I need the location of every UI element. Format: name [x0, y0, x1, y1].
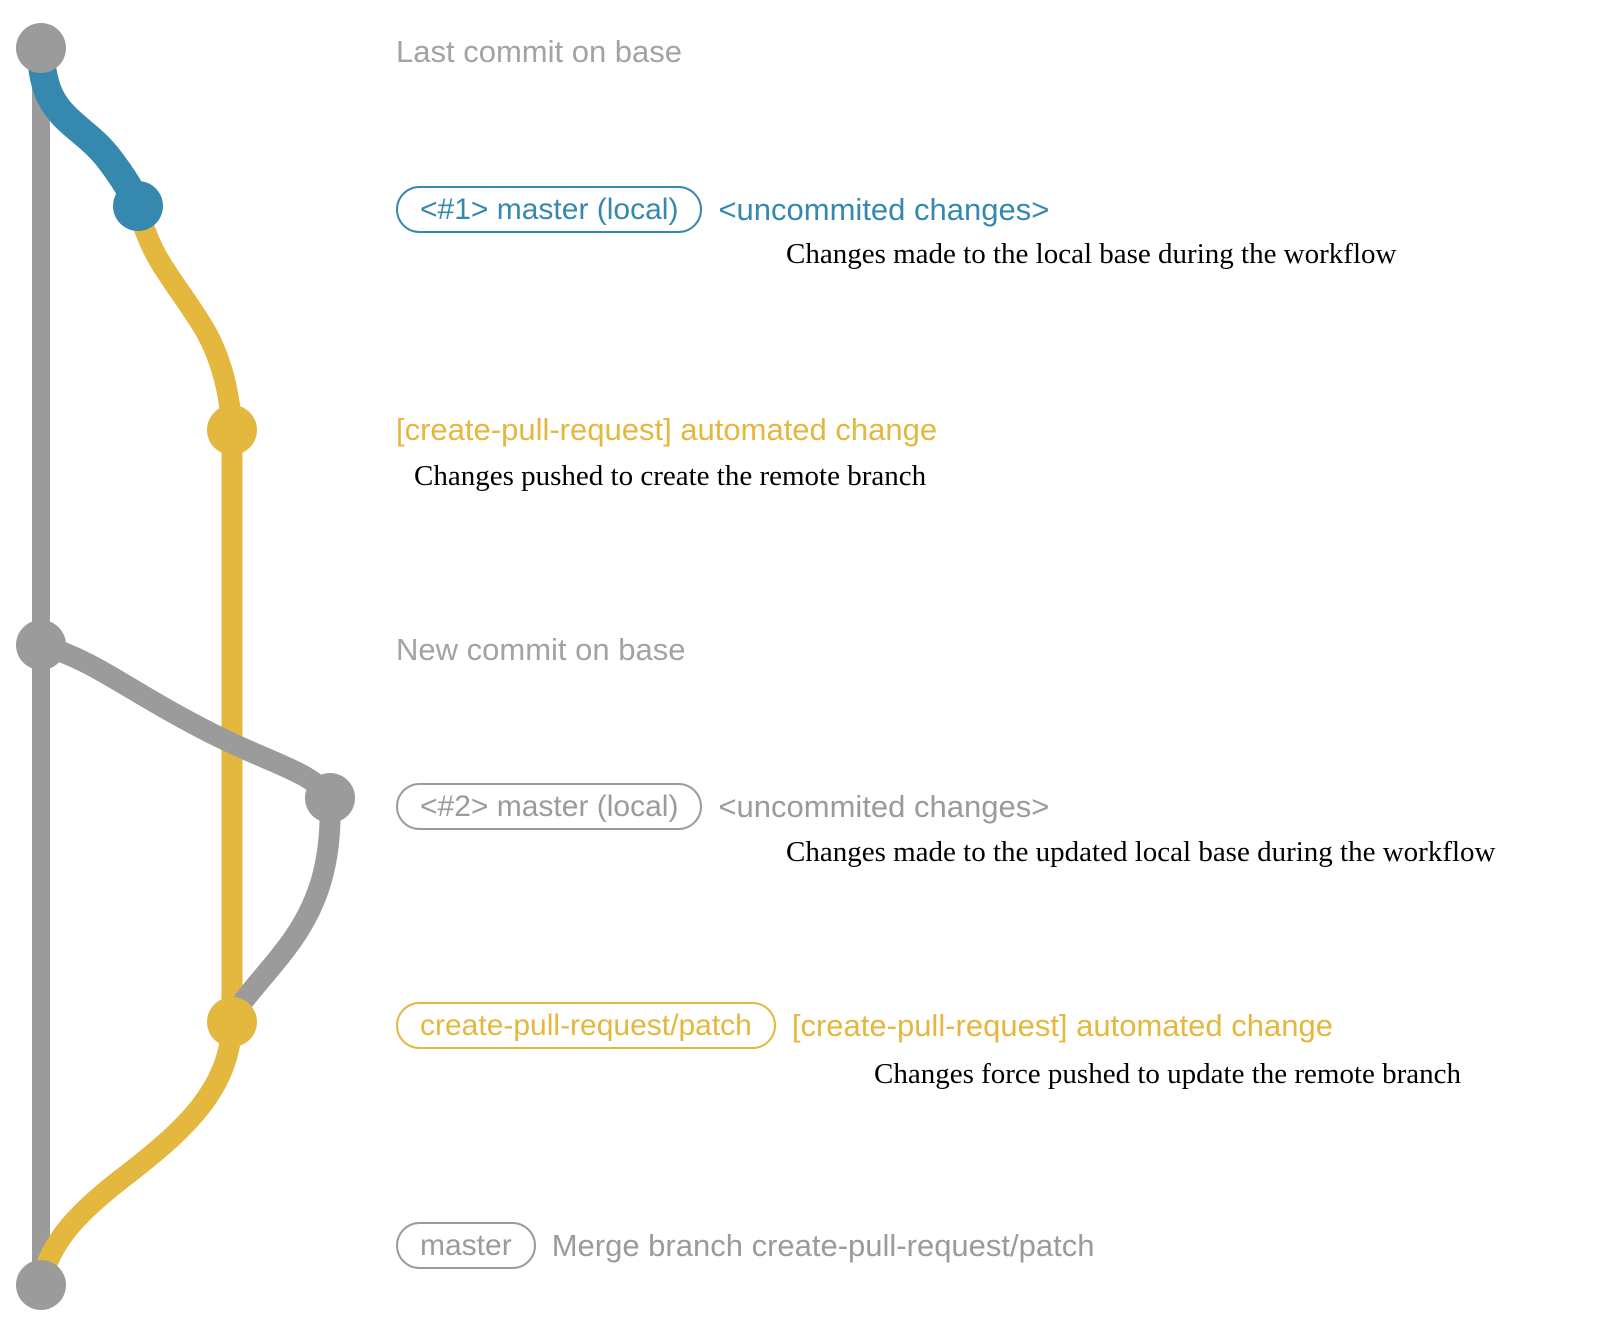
base-to-local-master-2-edge	[30, 634, 341, 809]
badge-master-local-1[interactable]: <#1> master (local)	[396, 186, 703, 233]
title-master-local-1: <uncommited changes>	[718, 192, 1050, 227]
subtext-master-local-2: Changes made to the updated local base d…	[786, 836, 1496, 868]
row-create-pull-request-patch: create-pull-request/patch [create-pull-r…	[396, 1002, 1333, 1049]
subtext-master-local-1: Changes made to the local base during th…	[786, 238, 1397, 270]
label-new-commit-on-base: New commit on base	[396, 632, 686, 667]
title-create-pull-request-patch: [create-pull-request] automated change	[791, 1008, 1333, 1043]
git-graph	[16, 23, 355, 1310]
row-master-local-1: <#1> master (local) <uncommited changes>	[396, 186, 1049, 233]
local-master-2-to-patch-2-edge	[221, 787, 341, 1033]
subtext-create-pull-request-patch: Changes force pushed to update the remot…	[874, 1058, 1462, 1090]
row-master-merge: master Merge branch create-pull-request/…	[396, 1222, 1094, 1269]
local-master-2-node	[305, 773, 355, 823]
subtext-automated-change-1: Changes pushed to create the remote bran…	[414, 460, 927, 492]
local-master-1-to-patch-1-edge	[127, 195, 243, 441]
title-master-merge: Merge branch create-pull-request/patch	[551, 1228, 1095, 1263]
merge-commit-node	[16, 1260, 66, 1310]
patch-2-to-merge-edge	[30, 1011, 243, 1296]
badge-master[interactable]: master	[396, 1222, 536, 1269]
base-to-local-master-1-edge	[27, 34, 152, 220]
patch-commit-2-node	[207, 997, 257, 1047]
base-head-node	[16, 23, 66, 73]
label-last-commit-on-base: Last commit on base	[396, 34, 683, 69]
patch-commit-1-node	[207, 405, 257, 455]
badge-create-pull-request-patch[interactable]: create-pull-request/patch	[396, 1002, 776, 1049]
local-master-1-node	[113, 181, 163, 231]
row-master-local-2: <#2> master (local) <uncommited changes>	[396, 783, 1049, 830]
title-master-local-2: <uncommited changes>	[718, 789, 1050, 824]
label-automated-change-1: [create-pull-request] automated change	[396, 412, 938, 447]
base-new-commit-node	[16, 620, 66, 670]
badge-master-local-2[interactable]: <#2> master (local)	[396, 783, 703, 830]
